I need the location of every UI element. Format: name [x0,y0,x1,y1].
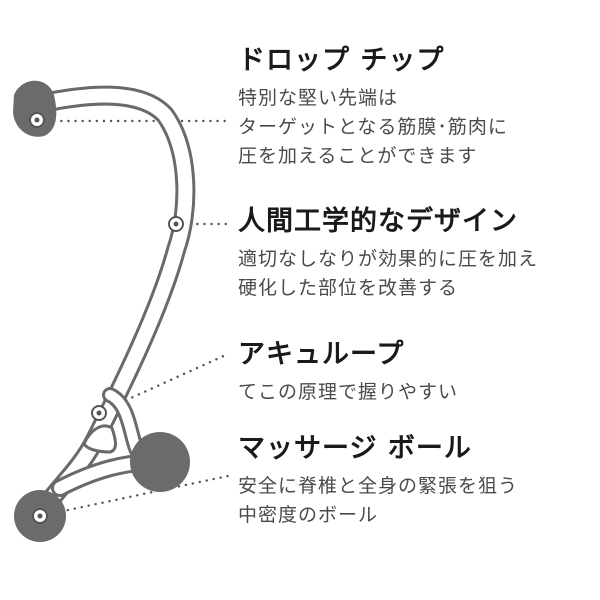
feature-aculoop: アキュループ てこの原理で握りやすい [238,338,598,407]
feature-ergonomic-design: 人間工学的なデザイン 適切なしなりが効果的に圧を加え 硬化した部位を改善する [238,205,598,303]
massage-ball [130,432,190,492]
tool-frame [28,85,196,522]
feature-title: マッサージ ボール [238,433,472,464]
description-line: ターゲットとなる筋膜･筋肉に [238,116,508,138]
description-line: 適切なしなりが効果的に圧を加え [238,248,539,270]
description-line: 圧を加えることができます [238,145,478,167]
callout-lines [38,119,230,518]
drop-tip-knob [13,80,57,137]
feature-description: 適切なしなりが効果的に圧を加え 硬化した部位を改善する [238,245,598,303]
description-line: てこの原理で握りやすい [238,381,459,403]
feature-massage-ball: マッサージ ボール 安全に脊椎と全身の緊張を狙う 中密度のボール [238,432,598,530]
aculoop-hole [82,424,117,454]
feature-title: ドロップ チップ [238,45,445,76]
description-line: 安全に脊椎と全身の緊張を狙う [238,475,519,497]
feature-title: アキュループ [238,339,405,370]
callout-line-aculoop [98,352,230,414]
feature-drop-tip: ドロップ チップ 特別な堅い先端は ターゲットとなる筋膜･筋肉に 圧を加えること… [238,44,598,171]
feature-description: てこの原理で握りやすい [238,378,598,407]
description-line: 中密度のボール [238,504,379,526]
feature-description: 特別な堅い先端は ターゲットとなる筋膜･筋肉に 圧を加えることができます [238,84,598,171]
feature-description: 安全に脊椎と全身の緊張を狙う 中密度のボール [238,472,598,530]
feature-title: 人間工学的なデザイン [238,206,518,237]
description-line: 特別な堅い先端は [238,87,399,109]
description-line: 硬化した部位を改善する [238,277,459,299]
